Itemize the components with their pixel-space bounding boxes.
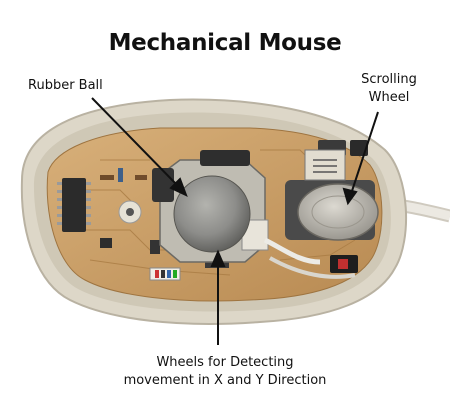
x-encoder-wheel	[152, 168, 174, 202]
annotation-arrows	[91, 97, 379, 345]
y-encoder-wheel	[200, 150, 250, 166]
ic-chip	[62, 178, 86, 232]
diagram-title: Mechanical Mouse	[108, 30, 342, 56]
label-wheels-caption-line1: Wheels for Detecting	[156, 355, 294, 370]
rubber-ball-arrow	[91, 97, 179, 187]
scrolling-wheel	[297, 183, 379, 241]
scrolling-wheel-arrow	[350, 111, 379, 195]
rubber-ball	[173, 175, 251, 253]
label-scrolling-wheel-line2: Wheel	[368, 90, 410, 105]
label-scrolling-wheel-line1: Scrolling	[361, 72, 417, 87]
label-wheels-caption-line2: movement in X and Y Direction	[123, 373, 327, 388]
label-rubber-ball: Rubber Ball	[28, 78, 103, 93]
